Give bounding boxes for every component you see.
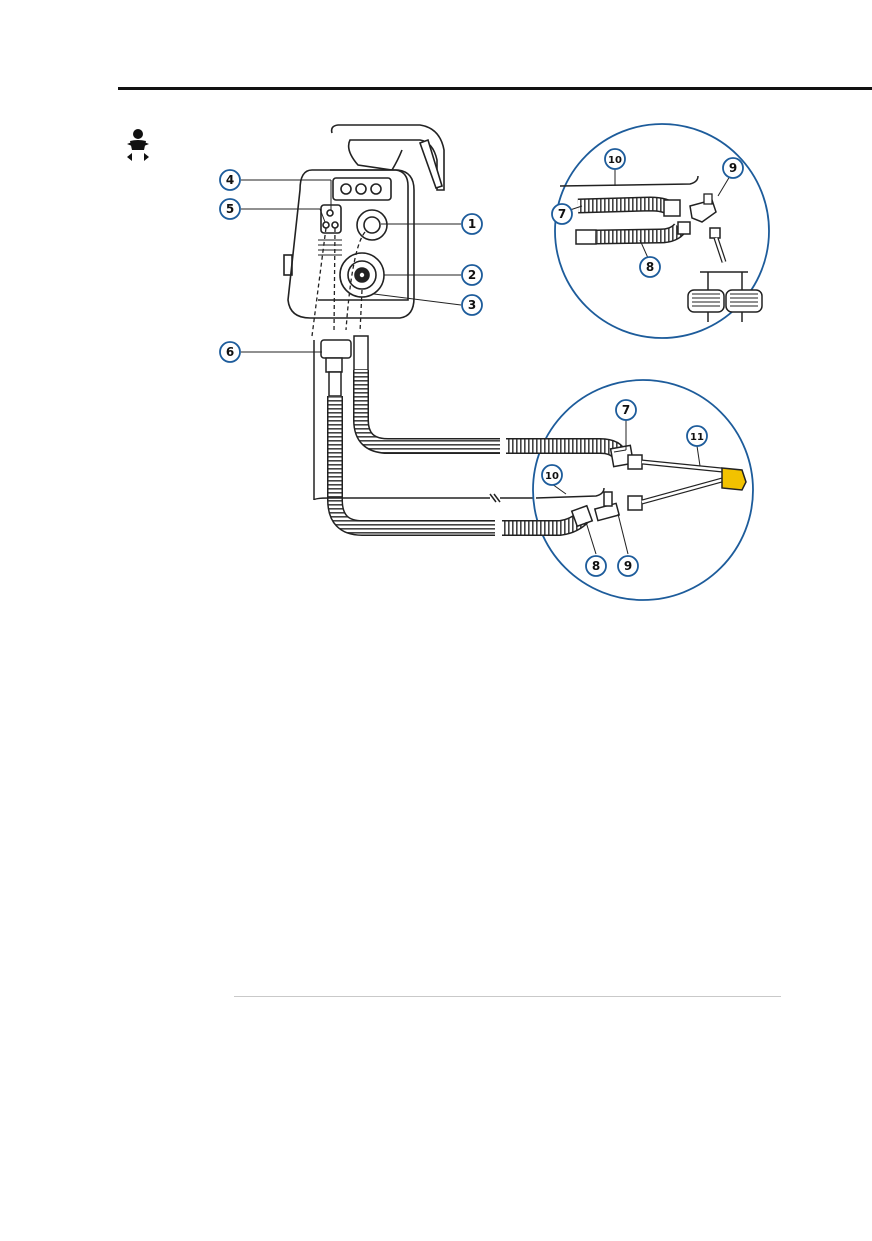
leader-lines (241, 169, 731, 555)
callout-6: 6 (219, 341, 241, 363)
detail-callout-7: 7 (551, 203, 573, 225)
callout-7: 7 (615, 399, 637, 421)
circuit-components-detail (554, 123, 770, 339)
callout-8: 8 (585, 555, 607, 577)
svg-text:4: 4 (226, 173, 234, 187)
callout-3: 3 (461, 294, 483, 316)
infant-icon (127, 129, 149, 161)
svg-text:9: 9 (624, 559, 632, 573)
flow-sensor-connector (721, 467, 747, 491)
svg-text:5: 5 (226, 202, 234, 216)
svg-text:10: 10 (545, 471, 559, 482)
svg-text:9: 9 (729, 161, 737, 175)
patient-end-detail (532, 379, 754, 601)
svg-text:8: 8 (592, 559, 600, 573)
svg-text:7: 7 (622, 403, 630, 417)
footer-rule (234, 996, 781, 997)
detail-callout-8: 8 (639, 256, 661, 278)
detail-callout-9: 9 (722, 157, 744, 179)
callout-9: 9 (617, 555, 639, 577)
callout-5: 5 (219, 198, 241, 220)
svg-text:3: 3 (468, 298, 476, 312)
callout-1: 1 (461, 213, 483, 235)
callout-2: 2 (461, 264, 483, 286)
svg-text:11: 11 (690, 432, 704, 443)
callout-10: 10 (541, 464, 563, 486)
svg-text:7: 7 (558, 207, 566, 221)
callout-11: 11 (686, 425, 708, 447)
ventilator-device (283, 124, 445, 319)
detail-callout-10: 10 (604, 148, 626, 170)
callout-4: 4 (219, 169, 241, 191)
connection-guides (311, 227, 366, 337)
header-rule (118, 87, 872, 90)
inspiratory-limb (353, 335, 540, 454)
svg-text:10: 10 (608, 155, 622, 166)
pressure-line (313, 493, 540, 503)
svg-text:1: 1 (468, 217, 476, 231)
svg-text:6: 6 (226, 345, 234, 359)
flow-sensor-adapter (313, 339, 352, 500)
expiratory-limb (327, 396, 540, 536)
svg-text:8: 8 (646, 260, 654, 274)
svg-text:2: 2 (468, 268, 476, 282)
